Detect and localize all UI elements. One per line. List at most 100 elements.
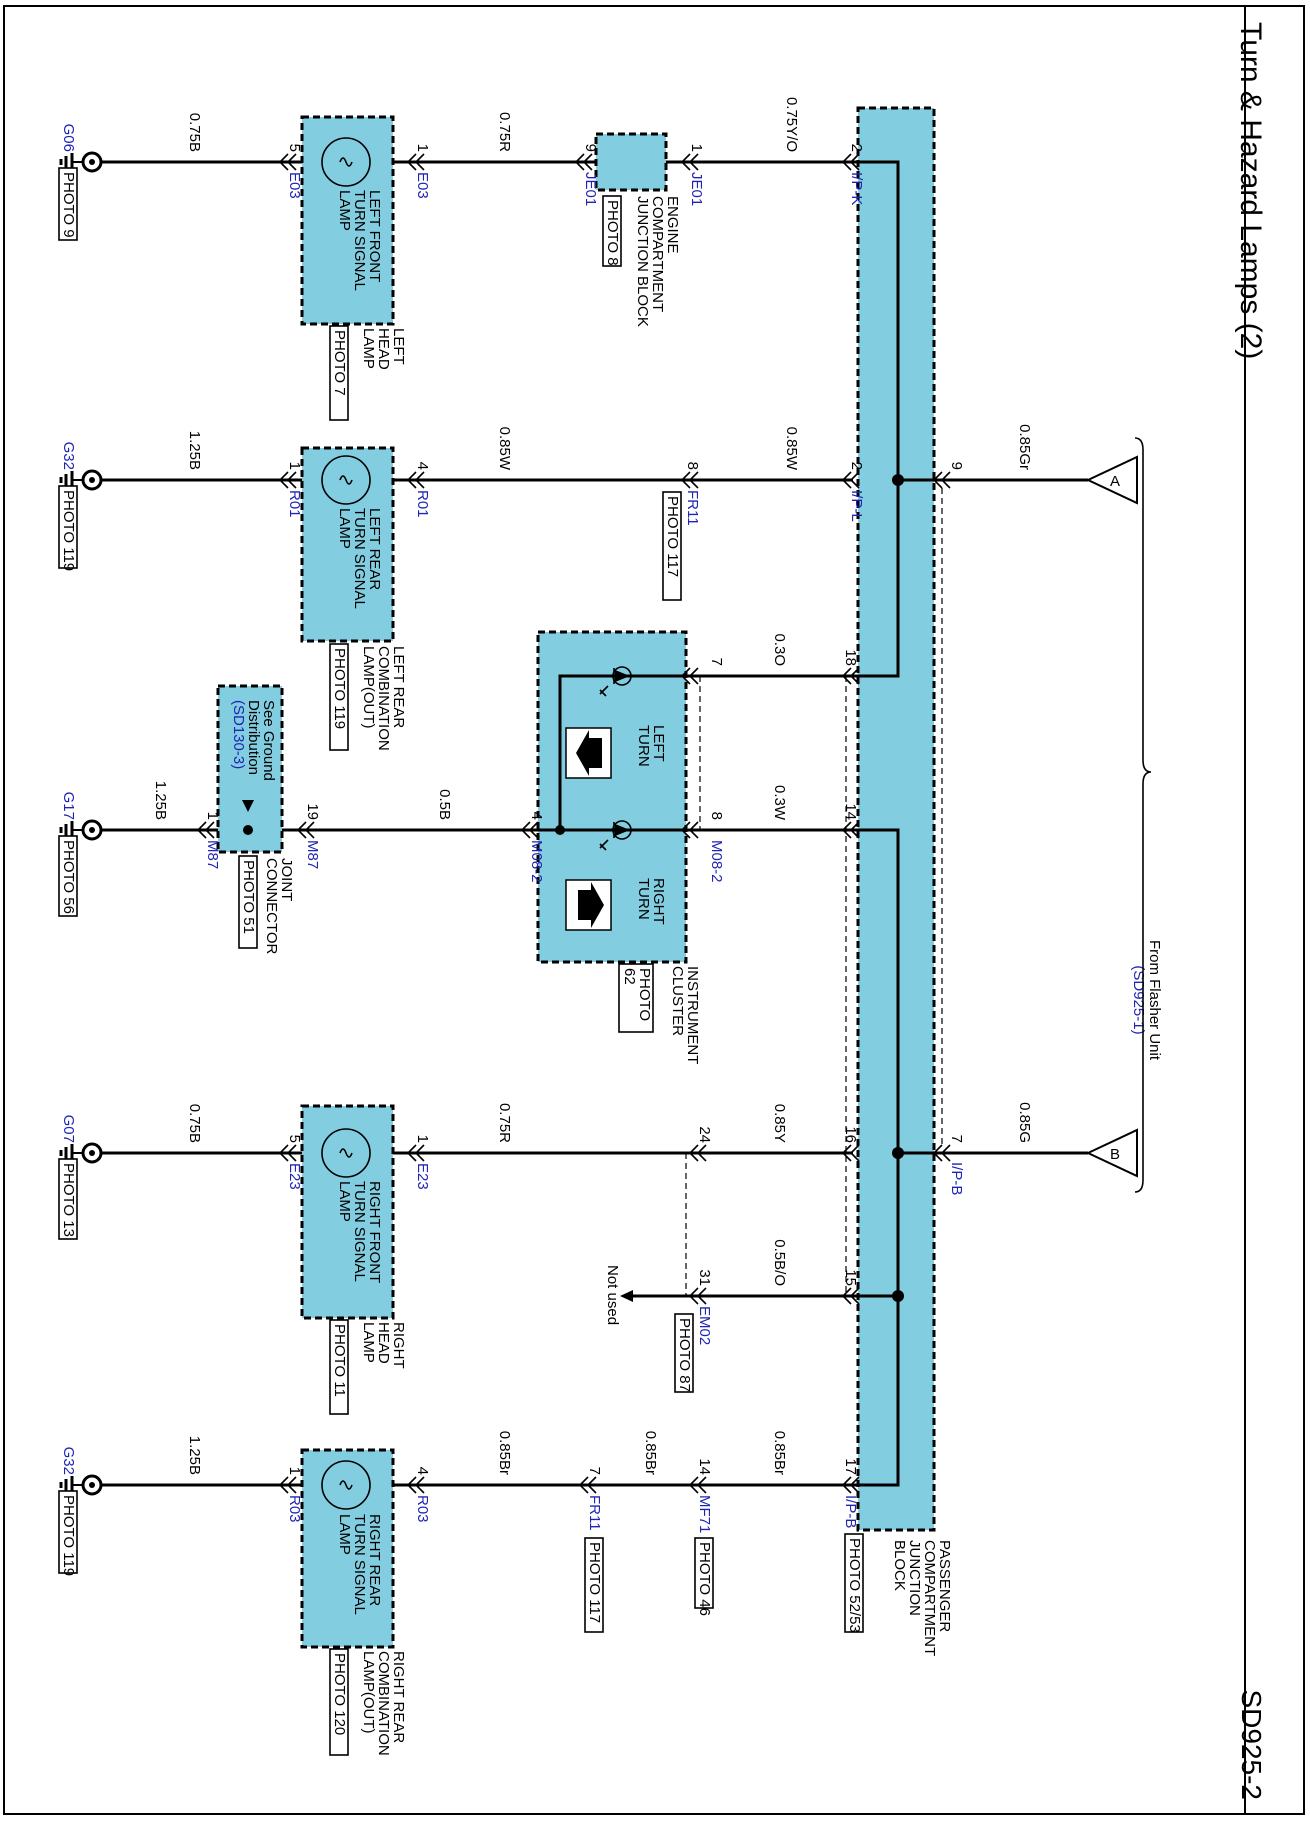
svg-text:BLOCK: BLOCK — [891, 1540, 908, 1591]
svg-text:8: 8 — [708, 812, 725, 820]
svg-text:PHOTO 9: PHOTO 9 — [60, 172, 77, 238]
right-front-turn-lamp — [300, 1104, 395, 1320]
svg-text:R01: R01 — [286, 490, 303, 518]
svg-text:RIGHT FRONT: RIGHT FRONT — [366, 1181, 383, 1283]
connector-pin-icon — [932, 471, 951, 489]
connector-pin-icon — [680, 153, 699, 171]
instrument-cluster — [536, 630, 688, 964]
svg-text:1: 1 — [414, 144, 431, 152]
svg-text:0.85W: 0.85W — [783, 427, 800, 471]
lamp-filament-icon — [339, 157, 353, 167]
svg-text:7: 7 — [586, 1467, 603, 1475]
svg-text:E03: E03 — [414, 172, 431, 199]
svg-text:8: 8 — [684, 462, 701, 470]
svg-text:RIGHT: RIGHT — [390, 1322, 407, 1369]
svg-text:G06: G06 — [60, 124, 77, 152]
svg-text:TURN SIGNAL: TURN SIGNAL — [351, 508, 368, 609]
svg-text:17: 17 — [842, 1458, 859, 1475]
svg-text:2: 2 — [848, 462, 865, 470]
svg-text:PHOTO 117: PHOTO 117 — [664, 496, 681, 577]
connector-pin-icon — [578, 1476, 597, 1494]
svg-text:I/P-L: I/P-L — [848, 490, 865, 522]
connector-pin-icon — [680, 667, 699, 685]
connector-pin-icon — [841, 1287, 860, 1305]
connector-pin-icon — [406, 471, 425, 489]
svg-text:0.85G: 0.85G — [1016, 1102, 1033, 1143]
svg-text:PHOTO 13: PHOTO 13 — [60, 1163, 77, 1237]
svg-text:PHOTO: PHOTO — [636, 968, 653, 1021]
svg-text:LEFT REAR: LEFT REAR — [390, 646, 407, 728]
connector-pin-icon — [196, 821, 215, 839]
svg-text:0.75Y/O: 0.75Y/O — [783, 97, 800, 152]
svg-text:0.75R: 0.75R — [496, 112, 513, 152]
svg-text:E23: E23 — [286, 1163, 303, 1190]
connector-pin-icon — [688, 1144, 707, 1162]
svg-text:LAMP: LAMP — [336, 1514, 353, 1555]
led-icon — [612, 820, 632, 840]
svg-text:PHOTO 8: PHOTO 8 — [604, 200, 621, 266]
connector-pin-icon — [841, 153, 860, 171]
connector-pin-icon — [406, 1144, 425, 1162]
svg-text:TURN: TURN — [635, 878, 652, 920]
svg-text:I/P-B: I/P-B — [948, 1162, 965, 1195]
svg-text:7: 7 — [708, 658, 725, 666]
svg-text:EM02: EM02 — [696, 1306, 713, 1345]
svg-text:9: 9 — [948, 462, 965, 470]
svg-text:PHOTO 117: PHOTO 117 — [586, 1542, 603, 1623]
connector-pin-icon — [278, 153, 297, 171]
svg-text:24: 24 — [696, 1126, 713, 1143]
connector-pin-icon — [278, 1476, 297, 1494]
svg-text:PHOTO 87: PHOTO 87 — [676, 1318, 693, 1392]
svg-text:PHOTO 7: PHOTO 7 — [331, 330, 348, 396]
svg-text:1: 1 — [204, 812, 221, 820]
svg-text:0.3W: 0.3W — [771, 785, 788, 821]
svg-text:G32: G32 — [60, 1447, 77, 1475]
connector-pin-icon — [278, 471, 297, 489]
svg-text:62: 62 — [621, 968, 638, 985]
jc-label: JOINT CONNECTOR — [263, 858, 295, 955]
svg-text:Not used: Not used — [604, 1265, 621, 1325]
svg-text:14: 14 — [842, 803, 859, 820]
engine-junction-block — [594, 132, 668, 192]
svg-text:PHOTO 119: PHOTO 119 — [60, 490, 77, 571]
svg-text:14: 14 — [696, 1458, 713, 1475]
svg-text:0.85Gr: 0.85Gr — [1016, 424, 1033, 470]
flasher-source-label: From Flasher Unit (SD925-1) — [1130, 940, 1163, 1061]
svg-text:PHOTO 56: PHOTO 56 — [60, 840, 77, 914]
svg-text:I/P-K: I/P-K — [848, 172, 865, 205]
svg-text:1: 1 — [286, 462, 303, 470]
svg-text:M87: M87 — [304, 840, 321, 869]
svg-text:(SD925-1): (SD925-1) — [1130, 965, 1147, 1034]
svg-text:PHOTO 51: PHOTO 51 — [240, 860, 257, 934]
svg-text:Distribution: Distribution — [245, 700, 262, 775]
svg-text:I/P-B: I/P-B — [842, 1495, 859, 1528]
svg-text:0.85Br: 0.85Br — [771, 1431, 788, 1475]
svg-text:R03: R03 — [286, 1495, 303, 1523]
svg-text:0.85Br: 0.85Br — [642, 1431, 659, 1475]
svg-text:1.25B: 1.25B — [186, 1436, 203, 1475]
diagram-code: SD925-2 — [1236, 1689, 1267, 1800]
led-icon — [612, 666, 632, 686]
svg-text:HEAD: HEAD — [375, 328, 392, 370]
svg-text:15: 15 — [842, 1269, 859, 1286]
svg-text:LAMP: LAMP — [336, 190, 353, 231]
right-rear-turn-lamp — [300, 1448, 395, 1649]
ej-label: ENGINE COMPARTMENT JUNCTION BLOCK — [634, 196, 681, 327]
svg-text:0.5B: 0.5B — [436, 789, 453, 820]
connector-pin-icon — [841, 471, 860, 489]
svg-text:CONNECTOR: CONNECTOR — [263, 858, 280, 955]
svg-text:TURN SIGNAL: TURN SIGNAL — [351, 1514, 368, 1615]
svg-text:PHOTO 119: PHOTO 119 — [60, 1495, 77, 1576]
svg-text:COMBINATION: COMBINATION — [375, 1651, 392, 1756]
svg-text:G07: G07 — [60, 1115, 77, 1143]
svg-text:LAMP: LAMP — [360, 328, 377, 369]
svg-text:INSTRUMENT: INSTRUMENT — [684, 966, 701, 1064]
svg-text:RIGHT: RIGHT — [650, 878, 667, 925]
svg-text:JUNCTION: JUNCTION — [906, 1540, 923, 1616]
svg-text:ENGINE: ENGINE — [664, 196, 681, 254]
left-front-turn-lamp — [300, 115, 395, 326]
svg-text:JOINT: JOINT — [278, 858, 295, 901]
svg-text:FR11: FR11 — [684, 490, 701, 526]
svg-text:9: 9 — [582, 144, 599, 152]
connector-pin-icon — [406, 153, 425, 171]
